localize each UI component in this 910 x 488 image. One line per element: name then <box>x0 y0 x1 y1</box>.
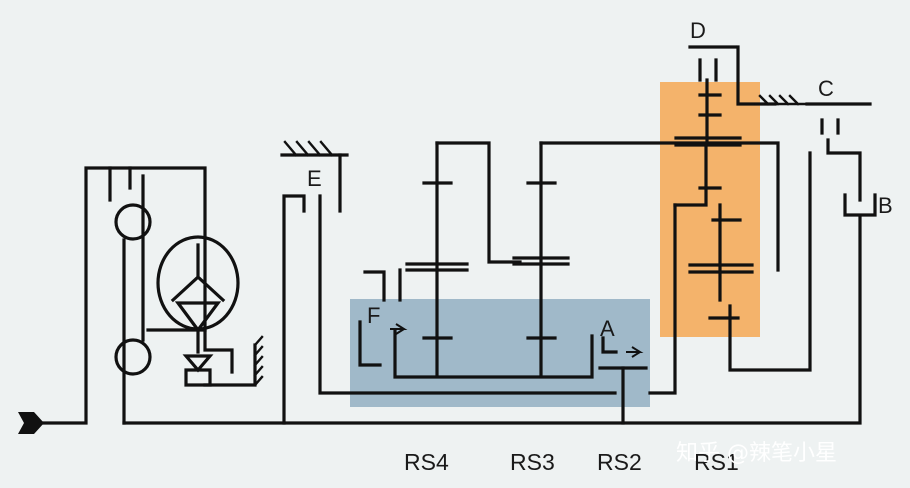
label-clutch-d: D <box>690 18 706 43</box>
blue-highlight-region <box>350 299 650 407</box>
label-brake-a: A <box>600 316 615 341</box>
label-clutch-c: C <box>818 76 834 101</box>
label-brake-b: B <box>878 193 893 218</box>
orange-highlight-region <box>660 82 760 337</box>
ground-hatch-converter <box>253 335 264 387</box>
brake-F <box>358 268 594 379</box>
label-clutch-e: E <box>307 166 322 191</box>
watermark-text: 知乎 @辣笔小星 <box>676 441 837 466</box>
clutch-C <box>728 102 872 372</box>
label-rs3: RS3 <box>510 449 555 475</box>
clutch-E <box>280 140 617 425</box>
input-shaft <box>34 166 234 425</box>
label-rs4: RS4 <box>404 449 449 475</box>
gearset-RS1 <box>673 93 754 320</box>
actuator-arrow-F <box>390 323 408 335</box>
actuator-arrow-A <box>626 346 644 358</box>
gearset-RS4 <box>405 141 522 377</box>
label-rs1: RS1 <box>694 449 739 475</box>
label-brake-f: F <box>367 303 380 328</box>
label-rs2: RS2 <box>597 449 642 475</box>
brake-A <box>598 203 677 425</box>
gearset-RS3 <box>512 141 780 377</box>
brake-B <box>843 193 877 217</box>
torque-converter <box>108 166 257 425</box>
ground-hatch-dc <box>754 94 809 106</box>
input-arrow-icon <box>18 412 44 434</box>
main-shaft <box>122 216 862 425</box>
